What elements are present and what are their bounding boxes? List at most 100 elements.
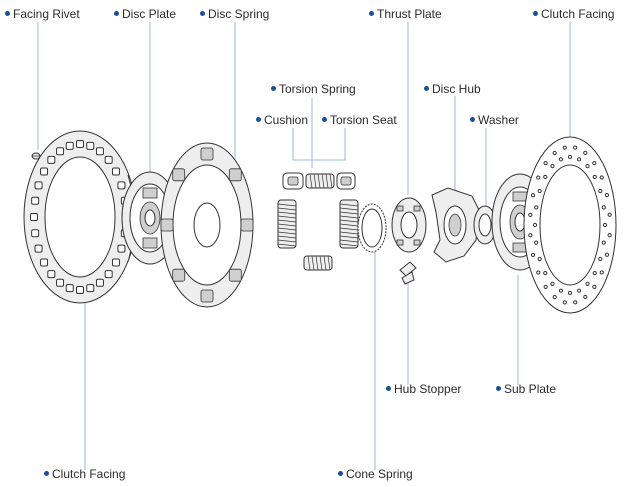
bullet-dot [496,386,501,391]
facing-rivet-part [31,152,41,160]
rivet-hole [583,150,588,156]
rivet-hole [552,294,557,300]
bullet-dot [338,471,343,476]
label-hub-stopper: Hub Stopper [386,382,461,396]
rivet-hole [530,193,536,198]
bullet-dot [369,11,374,16]
label-text: Cone Spring [346,467,413,481]
label-text: Hub Stopper [394,382,462,396]
spring-segment [172,168,186,182]
rivet-hole [607,212,612,217]
label-facing-rivet: Facing Rivet [5,7,80,21]
rivet-hole [543,174,548,180]
cone-spring-part [357,203,387,253]
rivet-hole [543,270,548,276]
rivet-hole [592,174,597,180]
facing-pad [47,155,56,164]
rivet-hole [534,205,539,210]
facing-pad [117,181,126,190]
facing-pad [34,181,43,190]
facing-pad [34,244,43,253]
label-cushion: Cushion [256,113,308,127]
rivet-hole [592,160,597,166]
rivet-hole [599,175,604,180]
facing-pad [56,278,65,287]
rivet-hole [576,157,582,162]
facing-pad [86,141,95,150]
label-disc-spring: Disc Spring [200,7,269,21]
label-cone-spring: Cone Spring [338,467,413,481]
facing-pad [47,270,56,279]
bullet-dot [322,117,327,122]
bullet-dot [533,11,538,16]
label-clutch-facing-right: Clutch Facing [533,7,614,21]
rivet-hole [528,212,533,217]
disc-spring-part [160,142,254,308]
label-text: Facing Rivet [13,7,80,21]
facing-pad [95,278,104,287]
rivet-hole [567,290,573,296]
bullet-dot [386,386,391,391]
torsion-spring-coil [303,255,333,271]
label-text: Torsion Spring [279,82,356,96]
facing-pad [104,155,113,164]
facing-pad [76,286,84,294]
label-washer: Washer [470,113,519,127]
rivet-hole [601,240,606,245]
rivet-hole [543,284,548,290]
rivet-hole [558,157,564,162]
rivet-hole [592,270,597,276]
facing-pad [86,284,95,293]
spring-segment [200,289,214,303]
thrust-plate-part [391,197,427,253]
rivet-hole [536,270,541,275]
label-text: Cushion [264,113,309,127]
label-text: Torsion Seat [330,113,397,127]
bullet-dot [470,117,475,122]
label-clutch-facing-left: Clutch Facing [44,467,125,481]
facing-pad [31,229,40,238]
label-text: Clutch Facing [52,467,126,481]
label-text: Washer [478,113,519,127]
label-text: Sub Plate [504,382,557,396]
label-text: Disc Spring [208,7,270,21]
rivet-hole [532,222,538,228]
rivet-hole [607,233,612,238]
label-text: Clutch Facing [541,7,615,21]
rivet-hole [534,240,539,245]
rivet-hole [558,288,564,293]
bullet-dot [271,86,276,91]
facing-pad [56,147,65,156]
rivet-hole [537,188,542,194]
rivet-hole [537,256,542,262]
rivet-hole [598,256,603,262]
washer-part [473,205,497,245]
bullet-dot [256,117,261,122]
label-text: Disc Hub [432,82,481,96]
rivet-hole [576,288,582,293]
rivet-hole [528,233,533,238]
facing-pad [40,167,49,176]
clutch-facing-left-part [23,130,137,304]
label-torsion-spring: Torsion Spring [271,82,356,96]
facing-pad [95,147,104,156]
spring-segment [200,147,214,161]
leader-lines [37,22,571,470]
spring-segment [240,218,254,232]
rivet-hole [585,164,590,169]
facing-pad [104,270,113,279]
bullet-dot [44,471,49,476]
facing-pad [111,167,120,176]
rivet-hole [604,252,610,257]
label-torsion-seat: Torsion Seat [322,113,397,127]
rivet-hole [552,150,557,156]
bullet-dot [114,11,119,16]
facing-pad [117,244,126,253]
torsion-spring-coil [277,199,297,249]
spring-segment [228,268,242,282]
label-disc-hub: Disc Hub [424,82,481,96]
facing-pad [65,284,74,293]
bullet-dot [424,86,429,91]
cushion-part [282,172,304,190]
rivet-hole [567,154,573,160]
